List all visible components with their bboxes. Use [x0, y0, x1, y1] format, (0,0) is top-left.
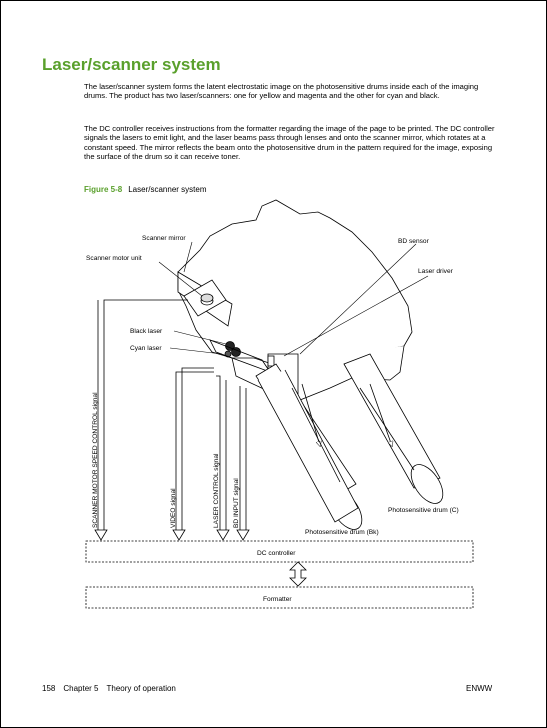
figure-number: Figure 5-8: [84, 185, 123, 194]
label-scanner-motor-speed-signal: SCANNER MOTOR SPEED CONTROL signal: [92, 392, 99, 528]
label-video-signal: VIDEO signal: [170, 488, 177, 528]
page-number: 158: [42, 684, 56, 693]
footer-left: 158 Chapter 5 Theory of operation: [42, 684, 184, 693]
label-black-laser: Black laser: [130, 328, 163, 335]
paragraph-2: The DC controller receives instructions …: [84, 124, 495, 162]
label-bd-input-signal: BD INPUT signal: [233, 478, 240, 528]
photosensitive-drum-c: [343, 353, 444, 504]
figure-caption: Figure 5-8 Laser/scanner system: [84, 185, 207, 194]
scanner-motor-unit: [183, 279, 227, 317]
formatter-box: [85, 586, 474, 609]
label-drum-bk: Photosensitive drum (Bk): [305, 529, 379, 536]
figure-caption-text: Laser/scanner system: [128, 185, 207, 194]
dc-controller-box: [85, 540, 474, 563]
footer-publisher: ENWW: [466, 684, 493, 693]
label-formatter: Formatter: [263, 596, 292, 603]
label-scanner-motor-unit: Scanner motor unit: [86, 255, 142, 262]
label-laser-control-signal: LASER CONTROL signal: [213, 453, 220, 528]
footer-section: Theory of operation: [106, 684, 176, 693]
label-bd-sensor: BD sensor: [398, 238, 430, 245]
label-scanner-mirror: Scanner mirror: [142, 235, 186, 242]
laser-beams: [291, 383, 415, 483]
label-laser-driver: Laser driver: [418, 268, 454, 275]
paragraph-1: The laser/scanner system forms the laten…: [84, 82, 479, 101]
footer-chapter: Chapter 5: [63, 684, 99, 693]
label-cyan-laser: Cyan laser: [130, 345, 162, 352]
label-dc-controller: DC controller: [257, 550, 296, 557]
signal-lines: [94, 299, 250, 541]
photosensitive-drum-bk: [255, 363, 363, 530]
double-arrow-icon: [289, 561, 307, 587]
label-drum-c: Photosensitive drum (C): [388, 507, 459, 514]
page-title: Laser/scanner system: [42, 55, 221, 74]
leader-lines: [158, 241, 429, 357]
